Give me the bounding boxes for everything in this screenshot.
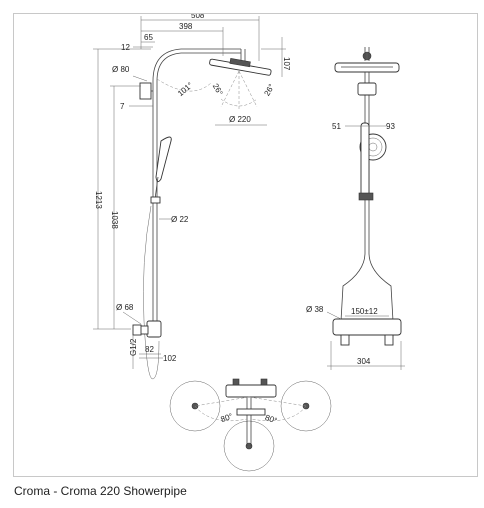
thermostat-side <box>146 320 162 338</box>
dim-65: 65 <box>144 33 153 42</box>
dim-d68: Ø 68 <box>116 303 134 312</box>
dim-102: 102 <box>163 354 177 363</box>
overhead-shower-front <box>334 62 400 73</box>
dim-26deg-a: 26° <box>211 82 225 97</box>
side-dimensions: 508 398 65 12 107 Ø 80 101° 7 26° 26° Ø … <box>93 14 291 369</box>
dim-101deg: 101° <box>176 81 194 99</box>
dim-80deg-a: 80° <box>220 412 234 425</box>
dim-80deg-b: 80° <box>264 413 278 426</box>
dim-51: 51 <box>332 122 341 131</box>
thermostat-front <box>332 318 402 336</box>
image-caption: Croma - Croma 220 Showerpipe <box>14 484 187 498</box>
dim-d38: Ø 38 <box>306 305 324 314</box>
hand-shower-front <box>358 122 387 201</box>
dim-12: 12 <box>121 43 130 52</box>
wall-bracket-top <box>139 82 152 100</box>
rotation-circle-left <box>169 380 221 432</box>
dim-d80: Ø 80 <box>112 65 130 74</box>
hand-shower-side <box>150 136 172 204</box>
rotation-circle-right <box>280 380 332 432</box>
dim-82: 82 <box>145 345 154 354</box>
technical-drawing: 508 398 65 12 107 Ø 80 101° 7 26° 26° Ø … <box>93 14 405 472</box>
rotation-circle-bottom <box>223 420 275 472</box>
drawing-frame: 508 398 65 12 107 Ø 80 101° 7 26° 26° Ø … <box>13 13 478 477</box>
dim-d22: Ø 22 <box>171 215 189 224</box>
dim-7: 7 <box>120 102 125 111</box>
dim-398: 398 <box>179 22 193 31</box>
dim-93: 93 <box>386 122 395 131</box>
side-view <box>132 48 272 380</box>
dim-1038: 1038 <box>110 211 119 229</box>
dim-107: 107 <box>282 57 291 71</box>
dim-g12: G1/2 <box>129 338 138 356</box>
overhead-shower-side <box>209 58 272 76</box>
front-view <box>332 47 402 346</box>
front-dimensions: 51 93 Ø 38 150±12 304 <box>306 122 405 370</box>
top-view: 80° 80° <box>169 378 332 472</box>
dim-508: 508 <box>191 14 205 20</box>
dim-304: 304 <box>357 357 371 366</box>
dim-150: 150±12 <box>351 307 378 316</box>
dim-d220: Ø 220 <box>229 115 251 124</box>
dim-26deg-b: 26° <box>262 82 276 97</box>
dim-1213: 1213 <box>94 191 103 209</box>
